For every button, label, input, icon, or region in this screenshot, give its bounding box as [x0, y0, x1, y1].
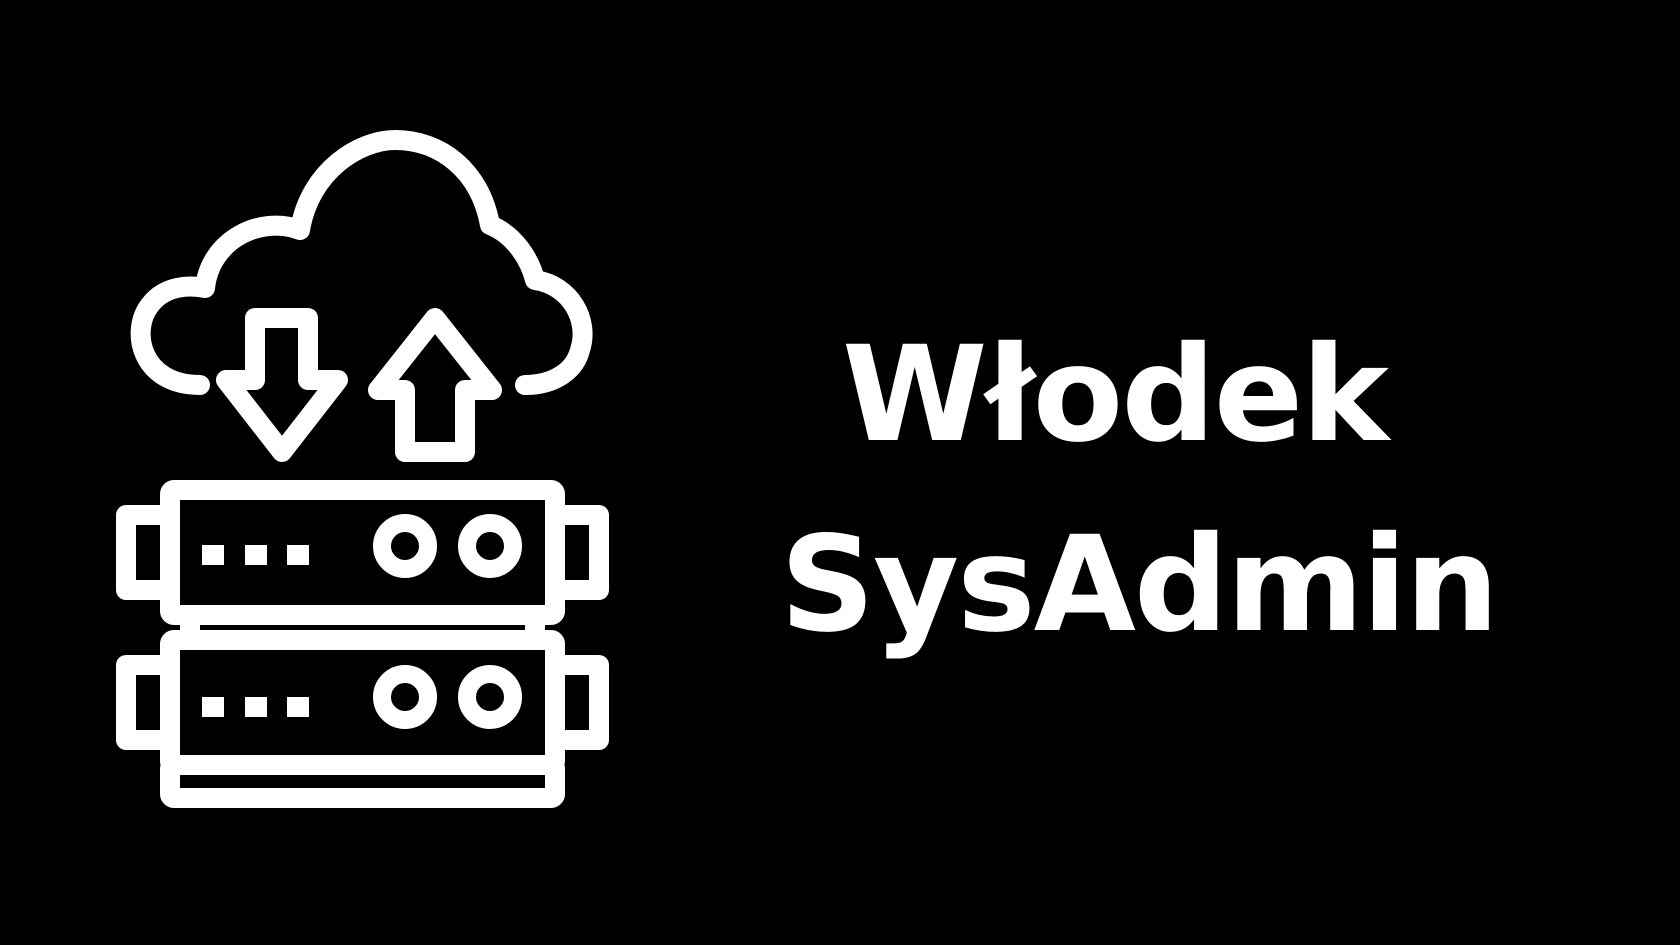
server-handle-left	[116, 655, 180, 750]
server-unit-top	[160, 480, 565, 625]
led-indicator	[287, 697, 309, 717]
title-line-role: SysAdmin	[780, 508, 1499, 662]
server-base	[160, 755, 565, 808]
led-indicator	[245, 545, 267, 565]
server-handle-right	[545, 655, 609, 750]
led-indicator	[202, 697, 224, 717]
server-knob	[458, 514, 522, 578]
server-knob	[458, 665, 522, 729]
brand-title: Włodek SysAdmin	[780, 300, 1500, 680]
led-indicator	[287, 545, 309, 565]
server-handle-left	[116, 505, 180, 600]
server-handle-right	[545, 505, 609, 600]
server-unit-bottom	[160, 630, 565, 775]
led-indicator	[245, 697, 267, 717]
led-indicator	[202, 545, 224, 565]
cloud-shape	[130, 130, 593, 395]
server-connector	[180, 605, 545, 650]
server-knob	[373, 665, 437, 729]
download-arrow-icon	[216, 308, 348, 462]
upload-arrow-icon	[368, 308, 502, 462]
title-line-name: Włodek	[842, 318, 1389, 472]
server-knob	[373, 514, 437, 578]
